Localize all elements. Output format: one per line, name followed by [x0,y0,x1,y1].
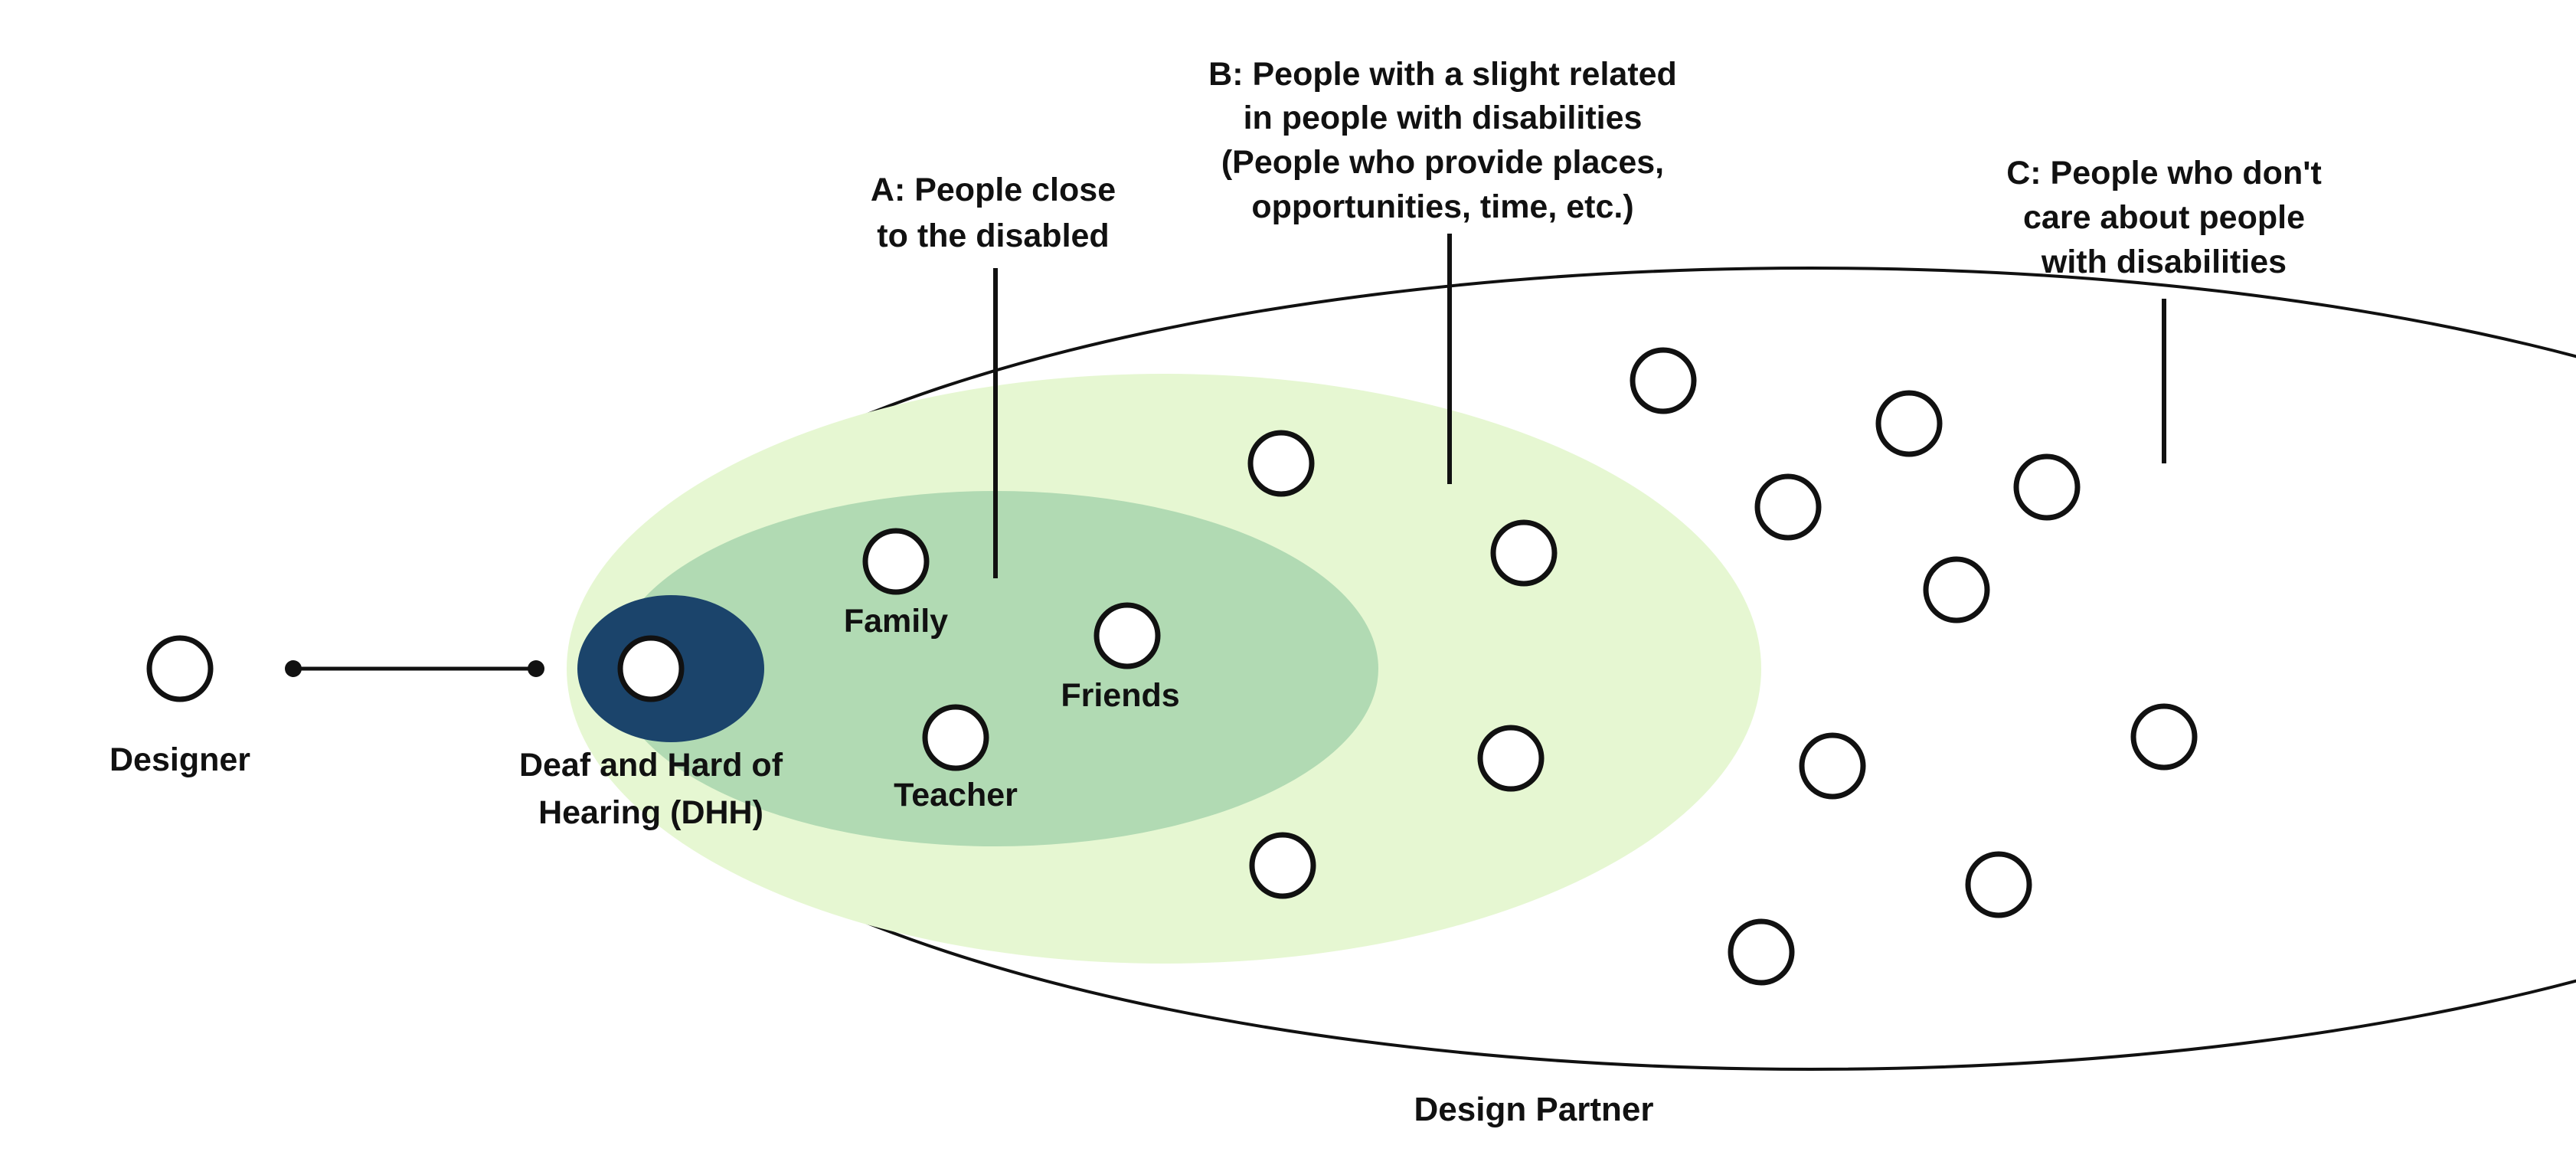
zone-a-ellipse [613,491,1378,846]
annotation-c-line1: C: People who don't [2006,155,2322,191]
person-zone-c [1875,390,1943,457]
person-friends [1093,602,1161,669]
person-zone-c [1965,851,2032,918]
person-zone-c [1923,556,1990,623]
person-zone-c [1728,918,1795,986]
person-zone-b [1477,725,1545,792]
annotation-b-line1: B: People with a slight related [1208,56,1677,93]
person-zone-b [1247,430,1315,497]
annotation-b-line2: in people with disabilities [1244,100,1643,136]
person-family [862,528,930,595]
person-zone-c [1630,347,1697,414]
dhh-label-line1: Deaf and Hard of [519,747,783,784]
person-zone-c [1799,732,1866,800]
annotation-c-line2: care about people [2023,199,2305,236]
person-dhh [617,635,685,702]
person-zone-c [1754,473,1822,541]
teacher-label: Teacher [894,777,1018,813]
person-zone-c [2013,453,2081,521]
friends-label: Friends [1061,677,1179,714]
connector-dot-end [528,660,544,677]
connector-dot-start [285,660,302,677]
designer-label: Designer [110,741,250,778]
dhh-label-line2: Hearing (DHH) [538,794,763,831]
family-label: Family [844,603,948,640]
design-partner-label: Design Partner [1414,1091,1654,1128]
annotation-a-line2: to the disabled [877,218,1109,254]
person-zone-b [1249,832,1316,899]
person-designer [146,635,214,702]
person-zone-c [2130,703,2198,771]
person-zone-b [1490,519,1558,587]
annotation-b-line3: (People who provide places, [1221,144,1664,181]
person-teacher [922,704,989,771]
annotation-a-line1: A: People close [871,172,1116,208]
annotation-b-line4: opportunities, time, etc.) [1251,188,1633,225]
annotation-c-line3: with disabilities [2041,244,2287,280]
